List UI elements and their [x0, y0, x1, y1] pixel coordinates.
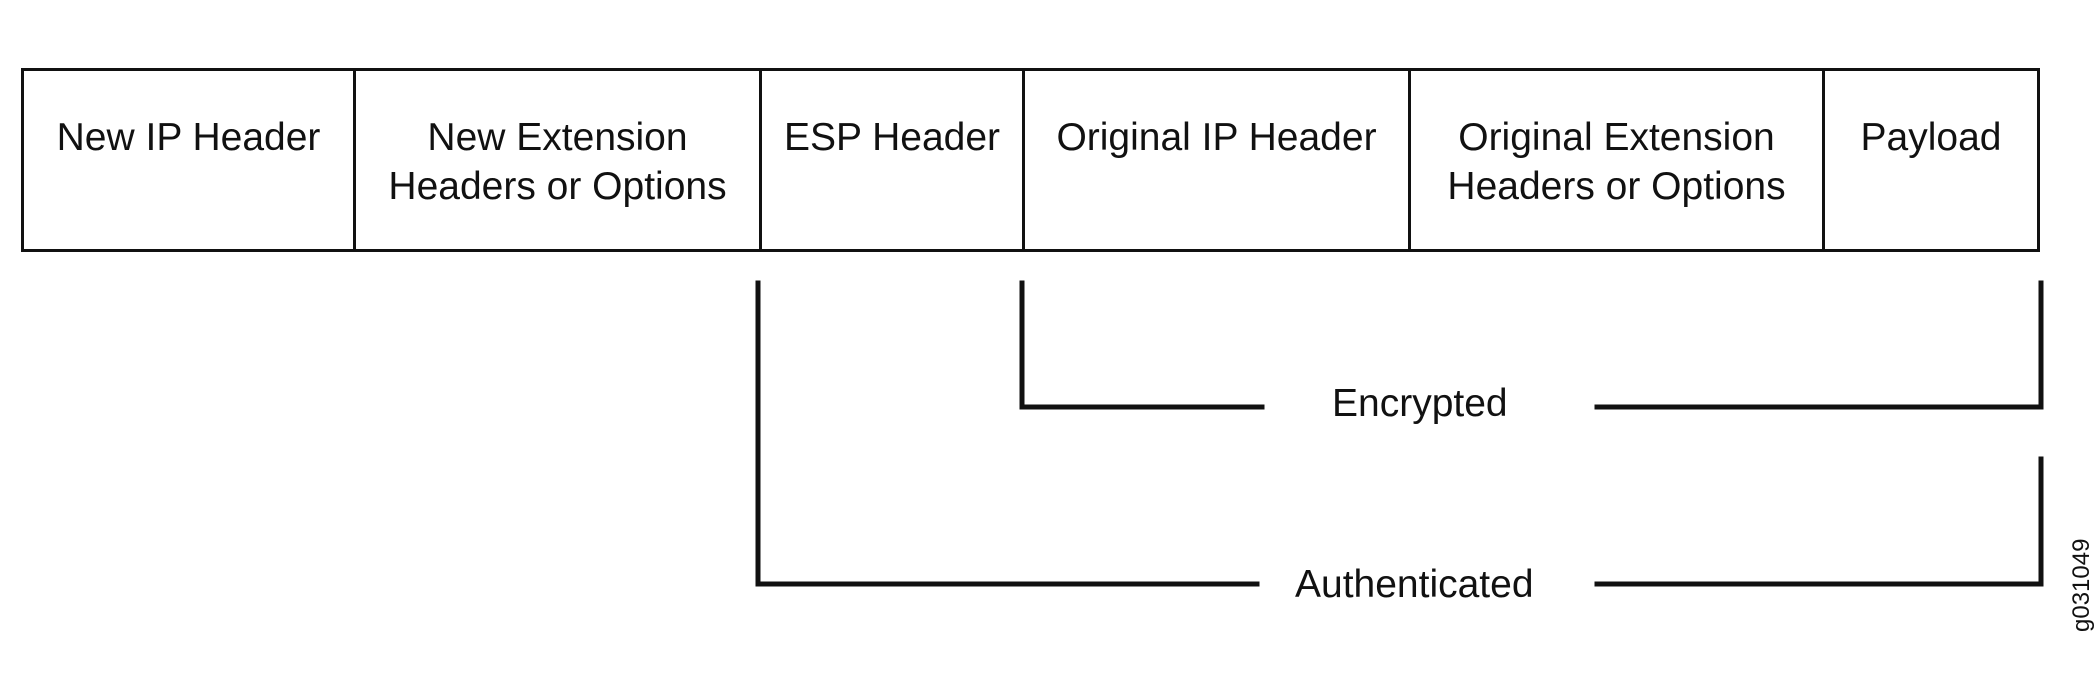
- field-payload: Payload: [1860, 116, 2002, 159]
- field-original-ip-header: Original IP Header: [1025, 71, 1411, 249]
- authenticated-bracket: [755, 280, 2044, 587]
- field-original-extension-headers: Original Extension Headers or Options: [1411, 71, 1825, 249]
- encrypted-bracket: [1019, 280, 2044, 410]
- authenticated-label: Authenticated: [1295, 563, 1534, 606]
- encrypted-label: Encrypted: [1332, 382, 1508, 425]
- field-new-ip-header: New IP Header: [24, 71, 356, 249]
- figure-id: g031049: [2068, 538, 2095, 632]
- field-esp-header: ESP Header: [762, 71, 1025, 249]
- field-new-extension-headers: New Extension Headers or Options: [356, 71, 762, 249]
- packet-format-diagram: New IP Header New Extension Headers or O…: [21, 68, 2040, 252]
